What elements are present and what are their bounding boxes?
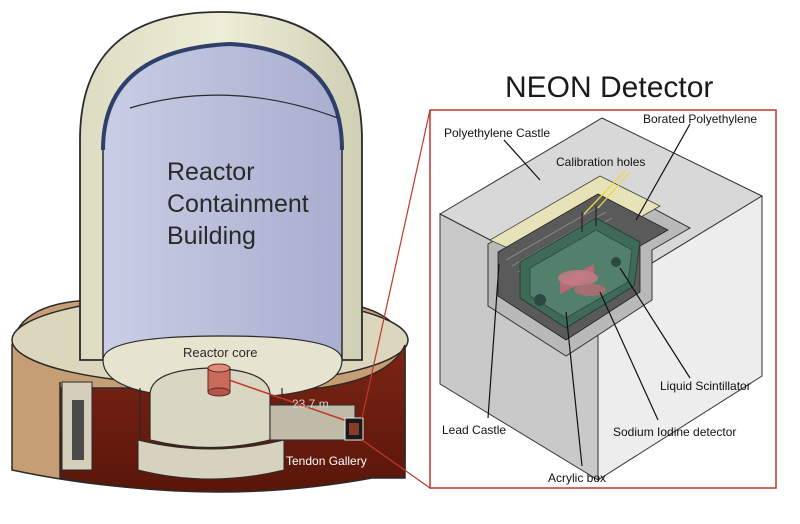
- zoom-line-bottom: [361, 439, 431, 489]
- core-pit: [149, 367, 271, 449]
- label-poly-castle: Polyethylene Castle: [444, 126, 550, 140]
- reactor-core: [207, 363, 231, 397]
- pmt-right: [611, 257, 621, 267]
- label-liquid-scintillator: Liquid Scintillator: [660, 379, 751, 393]
- dome-ring-line: [129, 94, 339, 119]
- pmt-left: [534, 294, 546, 306]
- dome-cut-edge: [101, 41, 344, 151]
- building-label-line3: Building: [167, 222, 256, 250]
- label-lead-castle: Lead Castle: [442, 423, 506, 437]
- leader-lines: [487, 123, 691, 467]
- distance-label: 23.7 m: [292, 397, 329, 411]
- left-stair-shaft: [72, 400, 84, 460]
- distance-line: [228, 379, 351, 423]
- poly-right-face: [597, 195, 763, 481]
- label-acrylic-box: Acrylic box: [548, 471, 606, 485]
- core-pit-concrete: [137, 439, 285, 480]
- detector-assembly: [438, 117, 764, 481]
- gallery-label: Tendon Gallery: [286, 454, 367, 468]
- reactor-building: Reactor Containment Building Reactor cor…: [11, 11, 409, 493]
- nai-crystals: [558, 264, 606, 296]
- label-calibration-holes: Calibration holes: [556, 155, 645, 169]
- label-nai-detector: Sodium Iodine detector: [613, 425, 736, 439]
- tendon-gallery-detector: [344, 417, 364, 441]
- label-borated-poly: Borated Polyethylene: [643, 112, 757, 126]
- zoom-line-top: [361, 109, 431, 419]
- building-label-line1: Reactor: [167, 158, 255, 186]
- calibration-arrows: [583, 169, 631, 215]
- detector-title: NEON Detector: [505, 71, 713, 104]
- building-label-line2: Containment: [167, 190, 309, 218]
- core-label: Reactor core: [183, 345, 257, 360]
